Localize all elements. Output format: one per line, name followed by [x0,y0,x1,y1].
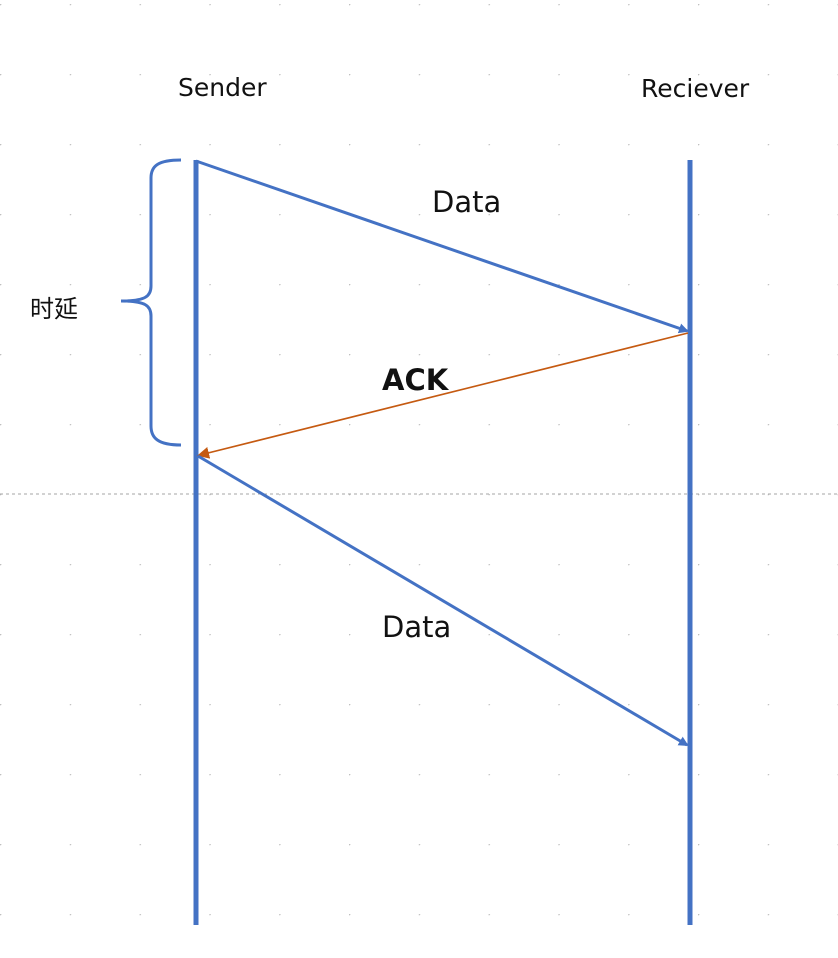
data-arrow-2 [197,454,689,747]
sender-label: Sender [178,73,267,102]
receiver-label: Reciever [641,74,750,103]
data-message-label-2: Data [382,610,452,644]
ack-message-label: ACK [382,363,449,397]
delay-label: 时延 [30,295,78,323]
delay-brace [120,158,182,447]
ack-arrow [197,332,689,459]
data-message-label-1: Data [432,185,502,219]
data-arrow-1 [195,159,689,334]
